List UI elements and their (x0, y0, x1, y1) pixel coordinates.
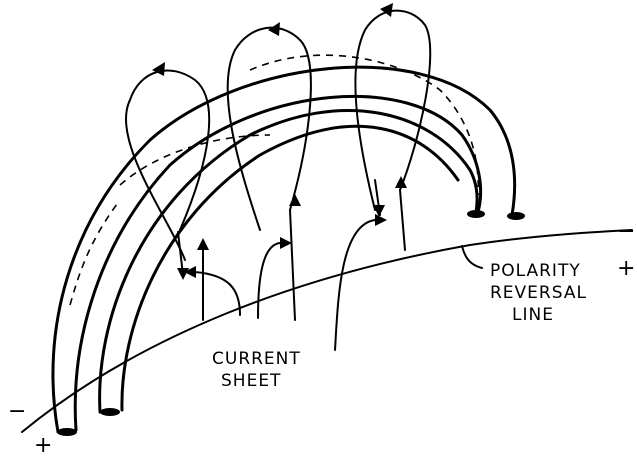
field-loop-3 (354, 9, 432, 211)
sign-left-minus: − (8, 399, 27, 424)
outer-loop-back-edge (73, 94, 483, 432)
sign-right-minus: − (617, 219, 636, 244)
inner-loop-back-edge (120, 124, 460, 412)
arrow-down-4 (373, 205, 385, 217)
outer-loop-right-footpoint (507, 212, 525, 220)
sheet-arrow-mid-head (280, 237, 292, 249)
current-strand-5 (399, 189, 406, 251)
current-strand-1 (177, 231, 184, 276)
polarity-label-1: POLARITY (490, 261, 581, 281)
arrow-down-1 (177, 268, 189, 280)
sheet-arrow-mid (257, 242, 281, 319)
sign-left-plus: + (34, 433, 53, 456)
outer-loop-left-footpoint (57, 428, 77, 436)
field-loop-1 (124, 69, 211, 261)
inner-loop-front-edge (98, 109, 479, 414)
sheet-arrow-left (194, 271, 241, 316)
current-label-1: CURRENT (212, 349, 301, 369)
polarity-label-3: LINE (512, 305, 554, 325)
current-strand-3 (289, 209, 296, 321)
sheet-arrow-right-head (375, 214, 387, 226)
dashed-hidden-edge-top (249, 54, 480, 196)
polarity-leader (461, 245, 483, 269)
current-label-2: SHEET (221, 371, 281, 391)
dashed-hidden-edge-left (119, 134, 271, 186)
sign-right-plus: + (617, 256, 636, 281)
arrow-up-3 (289, 194, 301, 206)
field-loop-2 (226, 26, 312, 231)
arrow-up-5 (395, 176, 407, 188)
arrow-2 (268, 22, 280, 36)
polarity-label-2: REVERSAL (490, 283, 587, 303)
outer-loop-right-footpoint-2 (467, 210, 485, 218)
polarity-reversal-line (21, 229, 633, 433)
arrow-3 (380, 3, 393, 17)
inner-loop-left-footpoint (100, 408, 120, 416)
sheet-arrow-right (334, 219, 376, 351)
arrow-up-2 (197, 238, 209, 250)
outer-loop-front-edge (51, 65, 517, 434)
sheet-arrow-left-head (184, 266, 196, 278)
arrow-1 (152, 62, 165, 76)
dashed-hidden-edge-lower (69, 199, 121, 306)
